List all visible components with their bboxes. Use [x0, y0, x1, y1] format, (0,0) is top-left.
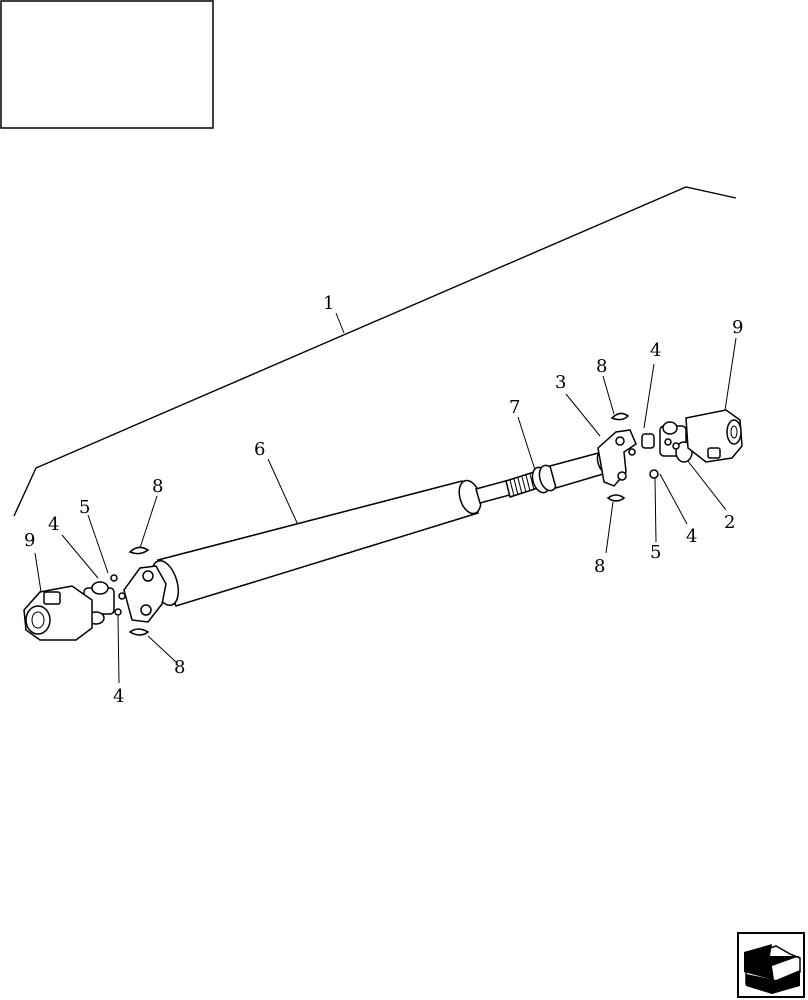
callout-4: 4 [48, 514, 59, 535]
callout-8: 8 [596, 356, 607, 377]
leader-lines [34, 312, 737, 684]
inner-shaft [475, 471, 539, 504]
back-arrow-icon[interactable] [737, 932, 805, 998]
right-u-joint [628, 409, 743, 479]
callout-2: 2 [724, 512, 735, 533]
callout-5: 5 [79, 497, 90, 518]
callout-8: 8 [174, 657, 185, 678]
callout-8: 8 [594, 556, 605, 577]
snap-rings-left [128, 546, 150, 636]
callout-4: 4 [650, 340, 661, 361]
callout-1: 1 [323, 293, 334, 314]
assembly-bracket [13, 186, 737, 517]
callout-5: 5 [650, 542, 661, 563]
main-tube [150, 479, 482, 607]
callout-4: 4 [686, 526, 697, 547]
callout-3: 3 [555, 372, 566, 393]
callout-6: 6 [254, 439, 265, 460]
callout-9: 9 [732, 317, 743, 338]
slip-yoke [549, 429, 637, 489]
callout-9: 9 [24, 530, 35, 551]
callout-8: 8 [152, 476, 163, 497]
callout-7: 7 [509, 397, 520, 418]
title-box [0, 0, 214, 129]
left-u-joint [23, 574, 126, 641]
left-tube-yoke [123, 565, 167, 623]
snap-rings-right [606, 412, 630, 502]
callout-4: 4 [113, 686, 124, 707]
callout-labels: 1 2 3 4 4 4 4 5 5 6 7 8 8 8 8 9 9 [24, 293, 743, 707]
